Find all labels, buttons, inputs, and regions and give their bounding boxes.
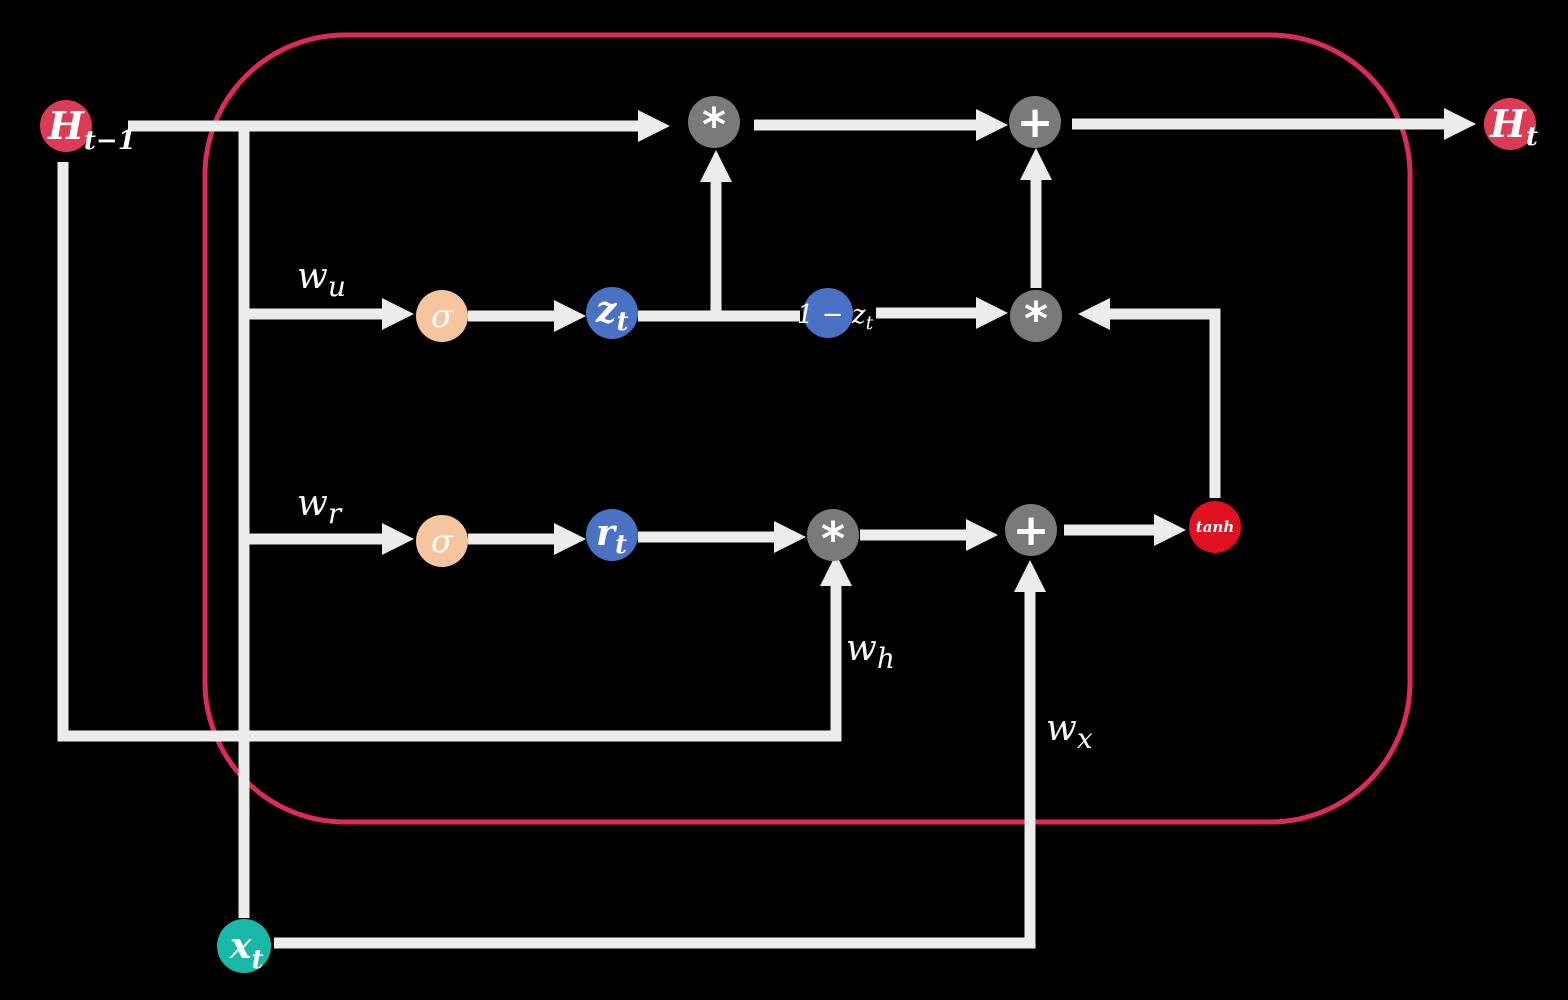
cell-boundary [202, 32, 1413, 825]
op-add-top-label: + [1017, 97, 1054, 148]
arrow-into-sigma-u [382, 298, 414, 330]
node-h-prev: Ht−1 [40, 100, 136, 156]
svg-text:1 − zt: 1 − zt [797, 300, 874, 334]
op-multiply-reset: * [807, 509, 859, 566]
node-sigma-update-label: σ [431, 297, 454, 335]
op-multiply-reset-circle [807, 509, 859, 561]
node-h-prev-circle [40, 100, 92, 152]
weight-label-w-h: wh [846, 628, 895, 675]
node-tanh: tanh [1189, 501, 1241, 553]
node-z-t-circle [586, 287, 638, 339]
node-x-t-sub: t [251, 945, 263, 975]
node-z-t: zt [586, 287, 638, 339]
arrow-into-mult-reset [774, 521, 806, 553]
op-multiply-top-label: * [702, 98, 726, 152]
node-r-t: rt [586, 509, 638, 561]
weight-w-h-sub: h [877, 642, 895, 675]
arrowheads [382, 108, 1476, 592]
op-multiply-top: * [688, 96, 740, 152]
arrow-into-add-candidate [966, 519, 998, 551]
svg-text:zt: zt [595, 289, 628, 337]
arrow-up-into-mult-reset [820, 554, 852, 586]
node-sigma-reset: σ [416, 515, 468, 567]
wire-xt-to-add-candidate [274, 592, 1036, 949]
node-h-next-circle [1484, 98, 1536, 150]
weight-w-x-sub: x [1077, 722, 1093, 755]
weight-w-r-sub: r [328, 497, 343, 530]
arrow-up-into-add-candidate [1014, 560, 1046, 592]
arrow-into-ht [1444, 108, 1476, 140]
wire-hprev-loop-to-mult-reset [57, 162, 842, 742]
weight-w-r-main: w [297, 483, 328, 524]
node-h-prev-sub: t−1 [84, 126, 136, 156]
node-sigma-update: σ [416, 290, 468, 342]
node-r-t-sub: t [615, 530, 627, 560]
node-tanh-circle [1189, 501, 1241, 553]
op-add-top: + [1009, 96, 1061, 148]
node-h-next-sub: t [1526, 122, 1538, 152]
arrow-into-mult-top [638, 110, 670, 142]
op-multiply-mid: * [1010, 290, 1062, 346]
node-one-minus-z-t-circle [803, 288, 853, 338]
op-multiply-mid-circle [1010, 290, 1062, 342]
node-z-t-sub: t [616, 307, 628, 337]
node-h-next: Ht [1484, 98, 1538, 152]
svg-text:Ht−1: Ht−1 [47, 103, 136, 156]
arrow-into-sigma-r [382, 523, 414, 555]
arrow-into-add-top [976, 109, 1008, 141]
op-add-candidate-circle [1005, 504, 1057, 556]
weight-label-w-u: wu [297, 256, 346, 303]
node-one-minus-z-t-sub: t [866, 312, 874, 334]
arrow-into-mult-mid [976, 297, 1008, 329]
op-add-candidate-label: + [1013, 505, 1050, 556]
node-r-t-main: r [596, 512, 618, 554]
arrow-into-zt [554, 300, 586, 332]
node-tanh-label: tanh [1196, 518, 1234, 536]
arrow-up-into-mult-top [700, 150, 732, 182]
wire-tanh-to-mult-mid [1108, 308, 1221, 498]
node-sigma-update-circle [416, 290, 468, 342]
node-one-minus-z-t: 1 − zt [797, 288, 874, 338]
op-multiply-mid-label: * [1024, 292, 1048, 346]
op-multiply-top-circle [688, 96, 740, 148]
op-add-top-circle [1009, 96, 1061, 148]
node-x-t-main: x [229, 925, 252, 967]
arrow-into-rt [554, 523, 586, 555]
svg-text:xt: xt [229, 925, 263, 975]
weight-w-u-sub: u [328, 270, 346, 303]
svg-text:rt: rt [596, 512, 627, 560]
arrow-into-tanh [1154, 514, 1186, 546]
op-add-candidate: + [1005, 504, 1057, 556]
connections [57, 118, 1450, 949]
weight-label-w-x: wx [1046, 708, 1093, 755]
svg-text:Ht: Ht [1489, 101, 1538, 152]
node-x-t: xt [217, 919, 271, 975]
weight-w-u-main: w [297, 256, 328, 297]
node-sigma-reset-label: σ [431, 522, 454, 560]
node-h-next-main: H [1489, 101, 1527, 146]
node-one-minus-z-t-main: 1 − z [797, 300, 866, 330]
weight-w-x-main: w [1046, 708, 1077, 749]
node-x-t-circle [217, 919, 271, 973]
arrow-left-into-mult-mid [1078, 298, 1110, 330]
node-r-t-circle [586, 509, 638, 561]
op-multiply-reset-label: * [821, 512, 845, 566]
arrow-up-into-add-top [1020, 148, 1052, 180]
node-z-t-main: z [595, 289, 618, 331]
node-h-prev-main: H [47, 103, 85, 148]
weight-w-h-main: w [846, 628, 877, 669]
node-sigma-reset-circle [416, 515, 468, 567]
weight-label-w-r: wr [297, 483, 343, 530]
